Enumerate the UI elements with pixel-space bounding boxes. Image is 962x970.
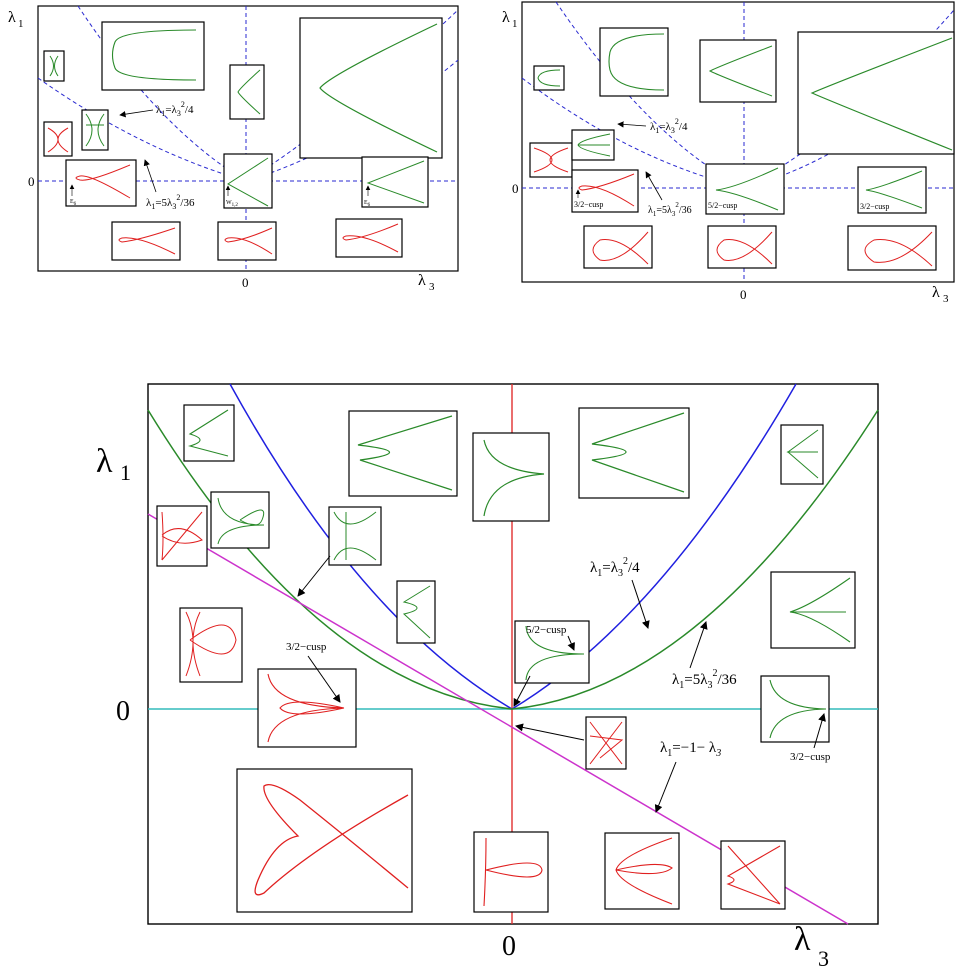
- inset-b-8: [328, 506, 382, 566]
- svg-text:W1,2: W1,2: [226, 200, 238, 208]
- inset-b-12: [770, 571, 856, 649]
- inset-tl-2: [101, 21, 205, 91]
- y-axis-sub: 1: [512, 18, 518, 30]
- inset-b-6: [156, 505, 208, 567]
- panel-bottom: λ 1 0 0 λ 3 λ1=λ32/4 λ1=5λ32/36 λ1=−1− λ…: [96, 383, 879, 970]
- arrow-inset-b-15: [515, 723, 585, 741]
- panel-top-left: λ 1 0 0 λ 3 λ1=λ32/4 λ1=5λ32/36 E6 W1,2 …: [8, 5, 459, 293]
- blue-label-arrow: [631, 579, 650, 629]
- inset-b-13: [257, 668, 357, 748]
- inset-tr-1: [533, 65, 565, 91]
- y-axis-sub: 1: [18, 18, 24, 30]
- inset-b-15: [585, 716, 627, 770]
- x-axis-sub: 3: [943, 293, 949, 305]
- cusp-32-left-arrow: [307, 655, 341, 703]
- curve-label-five-36: λ1=5λ32/36: [146, 193, 195, 211]
- magenta-label-arrow: [654, 761, 677, 813]
- curve-label-five-36: λ1=5λ32/36: [648, 201, 692, 218]
- panel-top-right: λ 1 0 0 λ 3 λ1=λ32/4 λ1=5λ32/36 3/2−cusp…: [502, 1, 955, 305]
- inset-tr-11: [707, 225, 777, 269]
- arrow-quarter: [119, 109, 154, 118]
- svg-text:5/2−cusp: 5/2−cusp: [708, 201, 737, 210]
- inset-tl-11: [217, 221, 277, 261]
- inset-tl-12: [335, 218, 403, 258]
- green-parabola: [147, 409, 879, 710]
- y-axis-sub: 1: [120, 460, 131, 485]
- inset-b-4: [578, 407, 690, 499]
- inset-tl-3: [229, 64, 265, 120]
- x-axis-sub: 3: [818, 946, 829, 970]
- inset-tr-3: [699, 39, 777, 103]
- y-axis-label: λ: [8, 9, 16, 26]
- panel-frame: [147, 383, 879, 925]
- x-zero-label: 0: [740, 287, 747, 302]
- inset-b-9: [396, 580, 436, 644]
- inset-tl-6: [81, 109, 109, 151]
- inset-tr-12: [847, 225, 937, 271]
- inset-tr-9: 3/2−cusp: [857, 166, 927, 214]
- arrow-inset-b-8: [297, 555, 331, 597]
- inset-tl-4: [299, 17, 443, 159]
- cusp-32-left-label: 3/2−cusp: [286, 641, 327, 653]
- x-axis-label: λ: [418, 272, 426, 289]
- inset-b-1: [183, 404, 235, 462]
- inset-b-14: [760, 675, 830, 743]
- inset-tr-2: [599, 27, 669, 97]
- inset-tl-1: [43, 50, 65, 82]
- svg-text:3/2−cusp: 3/2−cusp: [574, 200, 603, 209]
- arrow-five-36: [143, 159, 157, 193]
- cusp-52-arrow: [567, 635, 575, 651]
- inset-tr-5: [529, 142, 573, 178]
- y-zero-label: 0: [512, 181, 519, 196]
- inset-tl-9: E6: [361, 156, 429, 208]
- inset-b-18: [604, 832, 680, 910]
- curve-label-quarter: λ1=λ32/4: [156, 100, 194, 118]
- arrow-origin: [513, 675, 531, 707]
- cusp-32-right-arrow: [813, 713, 826, 749]
- inset-tl-8: W1,2: [223, 153, 273, 209]
- inset-b-11: [514, 620, 590, 684]
- green-curve-label: λ1=5λ32/36: [672, 668, 737, 691]
- inset-b-7: [210, 491, 270, 549]
- inset-b-3: [472, 432, 550, 522]
- inset-b-10: [179, 607, 243, 683]
- arrow-five-36: [645, 171, 663, 201]
- inset-tl-5: [43, 121, 73, 157]
- panel-frame: [37, 5, 459, 272]
- curve-label-quarter: λ1=λ32/4: [650, 117, 688, 135]
- cusp-32-right-label: 3/2−cusp: [790, 751, 831, 763]
- x-axis-sub: 3: [429, 281, 435, 293]
- inset-tr-8: 5/2−cusp: [705, 163, 785, 215]
- inset-b-5: [780, 424, 824, 485]
- svg-text:3/2−cusp: 3/2−cusp: [860, 202, 889, 211]
- cusp-52-label: 5/2−cusp: [526, 624, 567, 636]
- y-zero-label: 0: [116, 696, 130, 727]
- y-axis-label: λ: [502, 9, 510, 26]
- inset-b-17: [473, 831, 549, 913]
- inset-b-19: [720, 840, 786, 910]
- green-label-arrow: [689, 621, 708, 669]
- x-axis-label: λ: [794, 921, 811, 958]
- y-zero-label: 0: [28, 174, 35, 189]
- inset-tr-10: [583, 225, 653, 269]
- x-axis-label: λ: [932, 284, 940, 301]
- inset-tl-10: [111, 221, 181, 261]
- inset-b-16: [236, 768, 413, 913]
- x-zero-label: 0: [502, 931, 516, 962]
- y-axis-label: λ: [96, 443, 113, 480]
- blue-curve-label: λ1=λ32/4: [590, 556, 640, 579]
- inset-b-2: [348, 410, 458, 497]
- magenta-line-label: λ1=−1− λ3: [660, 740, 721, 759]
- svg-text:E6: E6: [70, 199, 77, 207]
- arrow-quarter: [617, 121, 647, 128]
- inset-tr-4: [797, 31, 955, 155]
- inset-tr-7: 3/2−cusp: [571, 169, 639, 213]
- inset-tl-7: E6: [65, 159, 137, 207]
- inset-tr-6: [571, 129, 615, 161]
- x-zero-label: 0: [242, 275, 249, 290]
- svg-text:E6: E6: [364, 200, 371, 208]
